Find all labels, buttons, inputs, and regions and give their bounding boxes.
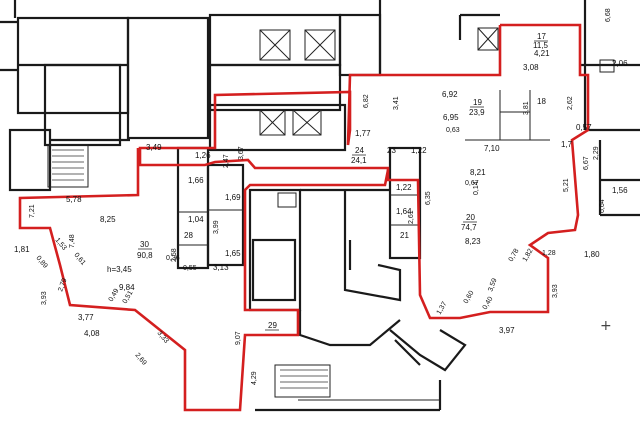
dim-label: 8,21 — [470, 168, 486, 177]
dim-label: 6,64 — [599, 199, 606, 213]
dim-label: 3,13 — [213, 263, 229, 272]
dim-label: 4,29 — [251, 371, 258, 385]
dim-label: 9,07 — [235, 331, 242, 345]
room-number: 17 — [537, 32, 546, 41]
room-17-label: 17 11,5 — [533, 32, 549, 50]
dim-label: 8,25 — [100, 215, 116, 224]
dim-label: 1,66 — [188, 176, 204, 185]
stair-hatch-icon — [274, 364, 331, 398]
room-number: 30 — [140, 240, 149, 249]
room-23-label: 23 — [387, 146, 396, 155]
dim-label: 3,97 — [499, 326, 515, 335]
dim-label: 2,06 — [612, 59, 628, 68]
dim-label: 5,78 — [66, 195, 82, 204]
dim-label: 4,08 — [84, 329, 100, 338]
room-number: 29 — [268, 321, 277, 330]
dim-label: 0,67 — [465, 180, 479, 187]
dim-label: 3,49 — [146, 143, 162, 152]
dim-label: 0,55 — [183, 265, 197, 272]
dim-label: 6,92 — [442, 90, 458, 99]
building-walls — [0, 0, 640, 412]
plus-mark-icon: + — [600, 318, 612, 334]
dim-label: 3,41 — [393, 96, 400, 110]
dim-label: 0,61 — [72, 252, 86, 267]
room-30-label: 30 90,8 — [137, 240, 153, 260]
dim-label: 3,08 — [523, 63, 539, 72]
dim-label: 2,29 — [593, 146, 600, 160]
dim-label: 0,14 — [473, 181, 480, 195]
dim-label: 1,65 — [225, 249, 241, 258]
room-area: 74,7 — [461, 223, 477, 232]
dim-label: 0,89 — [34, 255, 48, 270]
room-number: 19 — [473, 98, 482, 107]
dim-label: 6,82 — [363, 94, 370, 108]
dim-label: 1,26 — [195, 151, 211, 160]
dim-label: 3,81 — [523, 101, 530, 115]
dim-label: 0,63 — [446, 127, 460, 134]
room-number: 20 — [466, 213, 475, 222]
room-19-label: 19 23,9 — [469, 98, 485, 117]
dim-label: 7,48 — [69, 234, 76, 248]
ceiling-height-label: h=3,45 — [107, 265, 132, 274]
dim-label: 1,77 — [355, 129, 371, 138]
dim-label: 6,68 — [605, 8, 612, 22]
dim-label: 3,93 — [552, 284, 559, 298]
dim-label: 1,64 — [396, 207, 412, 216]
dim-label: 0,78 — [508, 248, 521, 263]
dim-label: 2,69 — [133, 352, 147, 367]
dim-label: 0,40 — [482, 296, 495, 311]
dim-label: 3,59 — [487, 277, 498, 292]
dim-label: 2,61 — [408, 210, 415, 224]
dim-label: 9,84 — [119, 283, 135, 292]
dim-label: 3,67 — [238, 146, 245, 160]
dim-label: 6,95 — [443, 113, 459, 122]
dim-label: 0,60 — [463, 290, 476, 305]
dim-label: 6,67 — [583, 156, 590, 170]
room-24-label: 24 24,1 — [351, 146, 367, 165]
dim-label: 5,21 — [563, 178, 570, 192]
dim-label: 1,22 — [411, 146, 427, 155]
dim-label: 1,80 — [584, 250, 600, 259]
dim-label: 1,22 — [396, 183, 412, 192]
dim-label: 1,69 — [225, 193, 241, 202]
dim-label: 1,37 — [436, 301, 449, 316]
dim-label: 3,33 — [155, 330, 169, 345]
dim-label: 0,57 — [576, 123, 592, 132]
dim-label: 8,23 — [465, 237, 481, 246]
dim-label: 2,62 — [567, 96, 574, 110]
room-number: 24 — [355, 146, 364, 155]
dim-label: 2,47 — [223, 154, 230, 168]
dim-label: 3,93 — [41, 291, 48, 305]
dim-label: 1,7 — [561, 140, 573, 149]
room-area: 90,8 — [137, 251, 153, 260]
room-29-label: 29 — [265, 321, 279, 331]
dim-label: 1,81 — [14, 245, 30, 254]
dim-label: 1,28 — [542, 250, 556, 257]
room-21-label: 21 — [400, 231, 409, 240]
dim-label: 2,79 — [57, 277, 68, 292]
dim-label: 7,10 — [484, 144, 500, 153]
dim-label: 1,56 — [612, 186, 628, 195]
dim-label: 7,21 — [29, 204, 36, 218]
room-18-label: 18 — [537, 97, 546, 106]
elevator-cross-icon — [259, 27, 499, 136]
dim-label: 1,04 — [188, 215, 204, 224]
room-area: 11,5 — [533, 41, 549, 50]
dim-label: 2,58 — [171, 248, 178, 262]
premises-outline — [18, 23, 590, 412]
room-20-label: 20 74,7 — [461, 213, 477, 232]
room-28-label: 28 — [184, 231, 193, 240]
room-area: 24,1 — [351, 156, 367, 165]
dim-label: 4,21 — [534, 49, 550, 58]
dim-label: 6,35 — [425, 191, 432, 205]
stair-hatch-icon — [47, 144, 89, 188]
dim-label: 1,82 — [522, 248, 535, 263]
dim-label: 0,36 — [166, 255, 180, 262]
dim-label: 3,99 — [213, 220, 220, 234]
room-area: 23,9 — [469, 108, 485, 117]
dim-label: 3,77 — [78, 313, 94, 322]
